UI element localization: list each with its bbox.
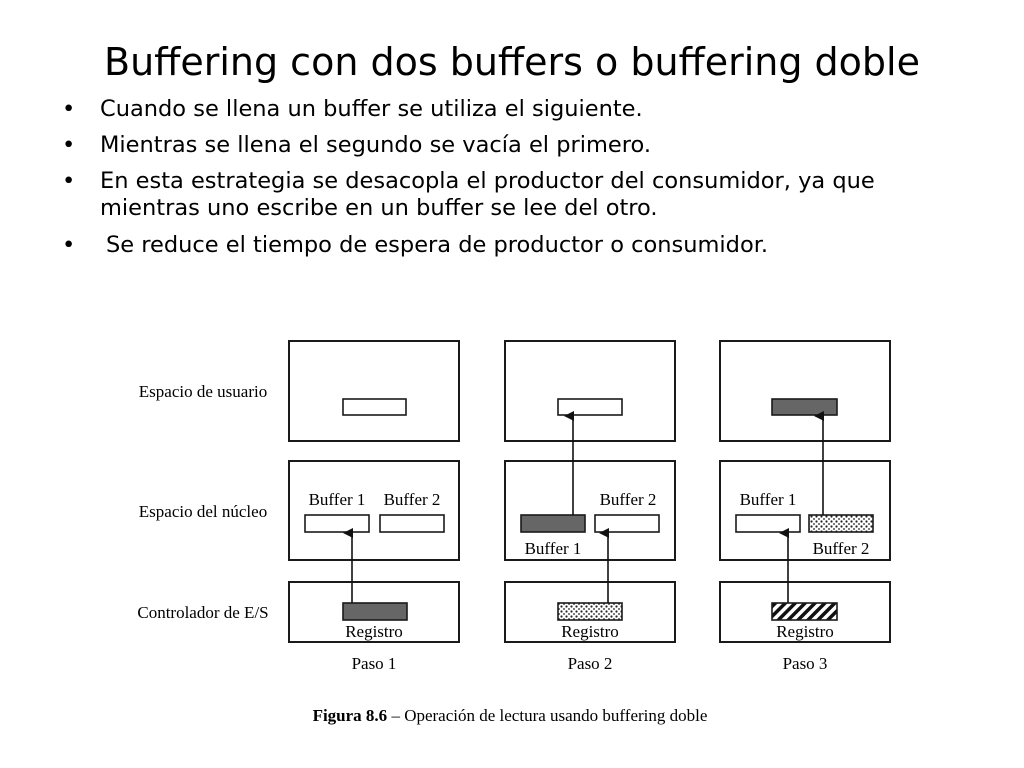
register-label: Registro — [561, 622, 619, 641]
user-buffer — [557, 398, 623, 416]
row-label-kernel-space: Espacio del núcleo — [139, 502, 267, 521]
step-label: Paso 2 — [568, 654, 613, 673]
buffer-2-label: Buffer 2 — [384, 490, 441, 509]
user-space-box — [719, 340, 891, 442]
register — [342, 602, 408, 621]
figure-caption: Figura 8.6 – Operación de lectura usando… — [313, 706, 708, 725]
slide-title: Buffering con dos buffers o buffering do… — [104, 40, 920, 84]
bullet-item: • Cuando se llena un buffer se utiliza e… — [62, 96, 972, 123]
bullet-dot-icon: • — [62, 168, 76, 194]
kernel-space-box — [288, 460, 460, 561]
buffer-2 — [808, 514, 874, 533]
step-3: Buffer 1 Buffer 2 Registro Paso 3 — [719, 340, 891, 673]
bullet-text: Cuando se llena un buffer se utiliza el … — [100, 96, 643, 122]
bullet-dot-icon: • — [62, 132, 76, 158]
buffer-2 — [379, 514, 445, 533]
bullet-dot-icon: • — [62, 96, 76, 122]
user-buffer — [342, 398, 407, 416]
buffer-2-label: Buffer 2 — [600, 490, 657, 509]
bullet-list: • Cuando se llena un buffer se utiliza e… — [62, 96, 972, 268]
row-label-user-space: Espacio de usuario — [139, 382, 267, 401]
buffer-1-label: Buffer 1 — [740, 490, 797, 509]
bullet-item: • En esta estrategia se desacopla el pro… — [62, 168, 972, 222]
caption-text: – Operación de lectura usando buffering … — [387, 706, 707, 725]
kernel-space-box — [504, 460, 676, 561]
bullet-text: Se reduce el tiempo de espera de product… — [106, 232, 769, 258]
user-buffer — [771, 398, 838, 416]
bullet-text: En esta estrategia se desacopla el produ… — [100, 168, 875, 221]
buffer-2 — [594, 514, 660, 533]
register-label: Registro — [776, 622, 834, 641]
step-label: Paso 3 — [783, 654, 828, 673]
buffer-1 — [735, 514, 801, 533]
caption-figure-number: Figura 8.6 — [313, 706, 388, 725]
kernel-space-box — [719, 460, 891, 561]
user-space-box — [288, 340, 460, 442]
register-label: Registro — [345, 622, 403, 641]
bullet-item: • Mientras se llena el segundo se vacía … — [62, 132, 972, 159]
bullet-item: • Se reduce el tiempo de espera de produ… — [62, 232, 972, 259]
bullet-dot-icon: • — [62, 232, 76, 258]
bullet-text: Mientras se llena el segundo se vacía el… — [100, 132, 652, 158]
register — [557, 602, 623, 621]
step-2: Buffer 2 Buffer 1 Registro Paso 2 — [504, 340, 676, 673]
step-label: Paso 1 — [352, 654, 397, 673]
step-1: Buffer 1 Buffer 2 Registro Paso 1 — [288, 340, 460, 673]
buffer-1 — [520, 514, 586, 533]
user-space-box — [504, 340, 676, 442]
register — [771, 602, 838, 621]
row-label-io-controller: Controlador de E/S — [137, 603, 268, 622]
buffer-2-label: Buffer 2 — [813, 539, 870, 558]
buffer-1-label: Buffer 1 — [525, 539, 582, 558]
buffer-1 — [304, 514, 370, 533]
buffer-1-label: Buffer 1 — [309, 490, 366, 509]
